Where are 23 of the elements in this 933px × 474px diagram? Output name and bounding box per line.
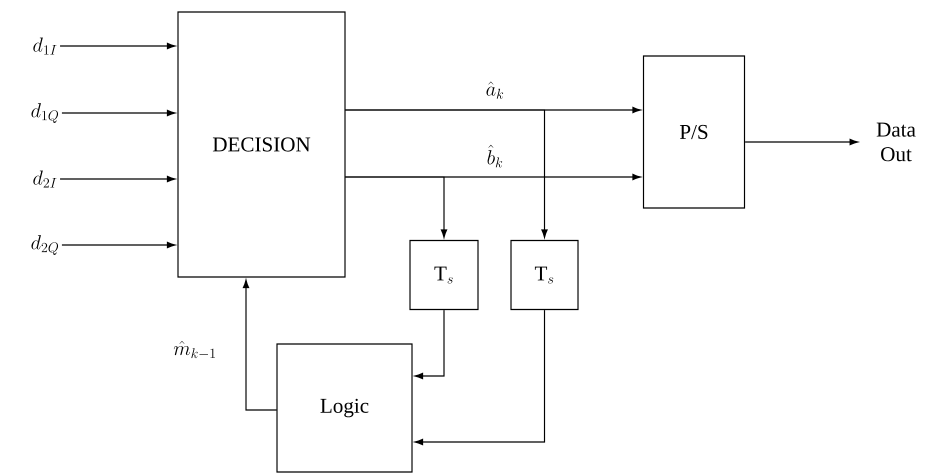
- input-label: $d_{1Q}$: [31, 103, 58, 123]
- arrow: [414, 310, 445, 380]
- output-label: Data Out: [876, 122, 916, 162]
- input-label: $d_{2I}$: [33, 170, 56, 188]
- arrow: [62, 110, 176, 116]
- arrow: [346, 109, 548, 238]
- input-label: $d_{2Q}$: [31, 235, 58, 255]
- arrow: [242, 280, 276, 411]
- edge-label: $\hat{b}_k$: [486, 144, 504, 168]
- process-box: DECISION: [177, 11, 346, 278]
- process-box: P/S: [642, 55, 746, 209]
- edge-label: $\hat{a}_k$: [484, 80, 506, 100]
- arrow: [62, 242, 176, 248]
- delay-box: $\mathrm{T}_s$: [409, 240, 479, 310]
- arrow: [414, 310, 546, 446]
- process-box: Logic: [276, 343, 413, 473]
- arrow: [745, 138, 858, 146]
- edge-label: $\hat{m}_{k-1}$: [172, 340, 218, 360]
- input-label: $d_{1I}$: [33, 37, 56, 55]
- delay-box: $\mathrm{T}_s$: [510, 240, 579, 310]
- arrow: [60, 176, 176, 182]
- arrow: [346, 176, 448, 238]
- arrow: [60, 42, 176, 50]
